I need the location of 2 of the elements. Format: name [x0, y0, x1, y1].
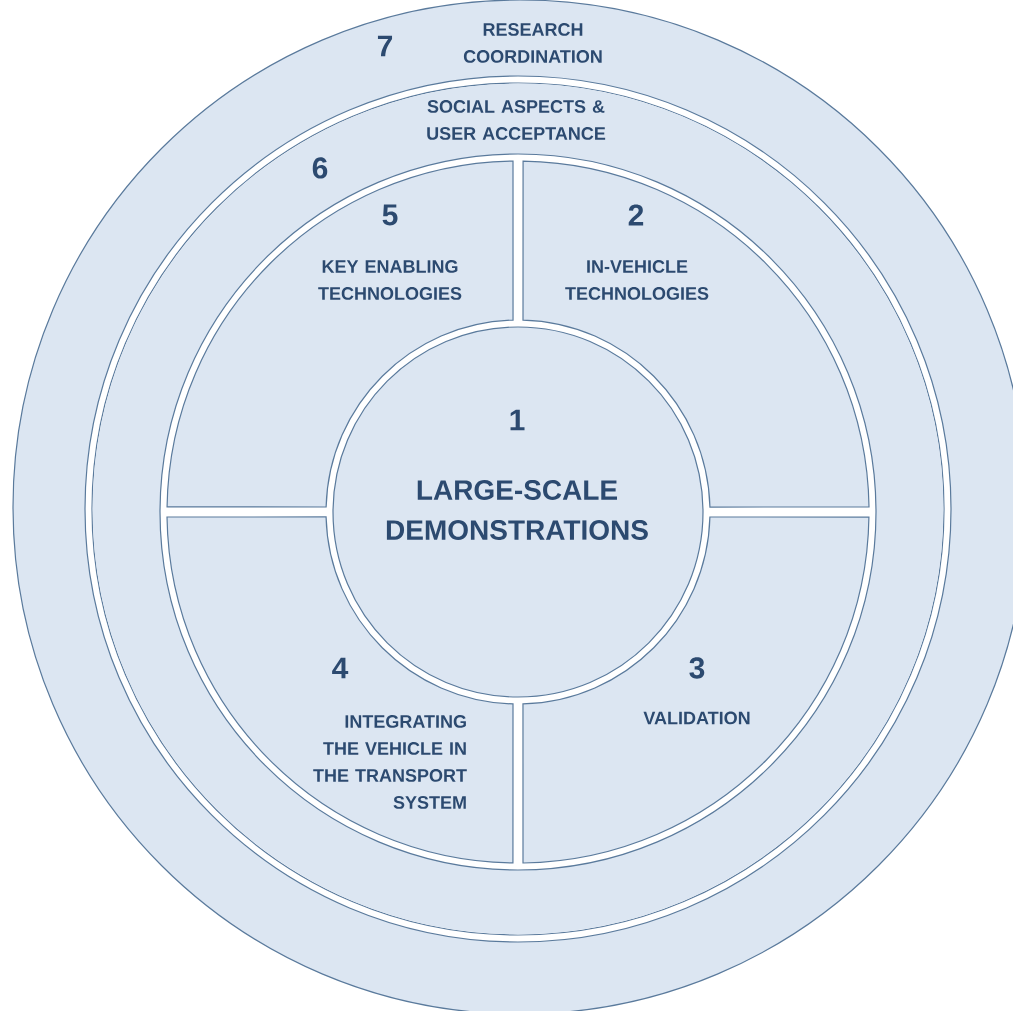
label-text: RESEARCH COORDINATION	[463, 23, 602, 63]
label-number: 7	[377, 35, 393, 57]
